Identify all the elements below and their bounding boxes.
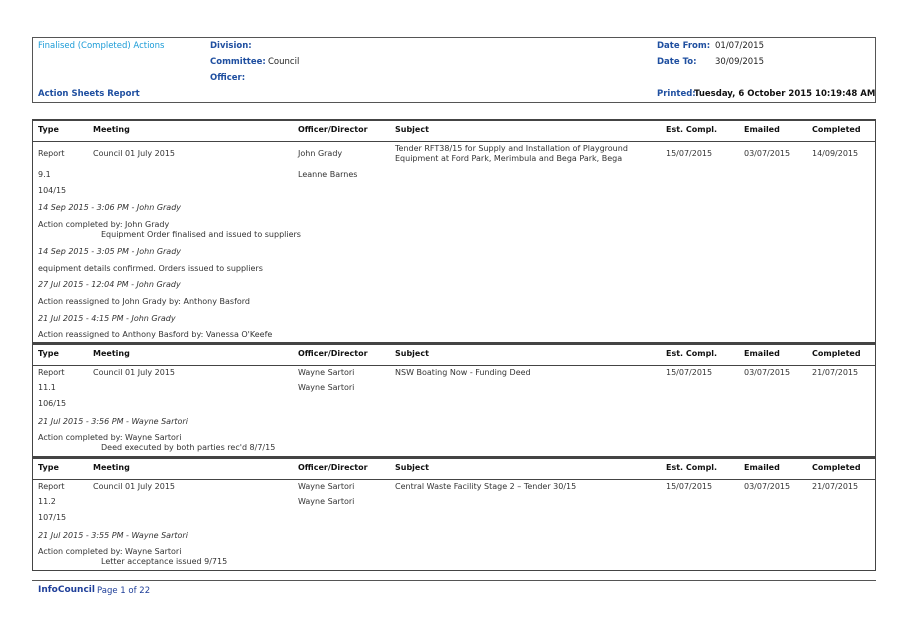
action-log-entry: 27 Jul 2015 - 12:04 PM - John Grady xyxy=(38,280,181,289)
col-subject: Subject xyxy=(395,125,429,134)
action-log-entry: Letter acceptance issued 9/715 xyxy=(101,557,228,566)
row-officer: John Grady xyxy=(298,149,343,158)
row-emailed: 03/07/2015 xyxy=(744,482,791,491)
report-title: Finalised (Completed) Actions xyxy=(38,41,165,51)
row-completed: 21/07/2015 xyxy=(812,482,859,491)
column-header-row: Type Meeting Officer/Director Subject Es… xyxy=(33,121,875,142)
col-type: Type xyxy=(38,463,59,472)
item-number: 11.1 xyxy=(38,383,56,392)
row-emailed: 03/07/2015 xyxy=(744,368,791,377)
row-meeting: Council 01 July 2015 xyxy=(93,368,176,377)
row-emailed: 03/07/2015 xyxy=(744,149,791,158)
col-completed: Completed xyxy=(812,349,861,358)
col-type: Type xyxy=(38,349,59,358)
col-completed: Completed xyxy=(812,463,861,472)
action-log-entry: 21 Jul 2015 - 4:15 PM - John Grady xyxy=(38,314,176,323)
printed-label: Printed: xyxy=(657,89,696,99)
row-type: Report xyxy=(38,482,65,491)
date-from-value: 01/07/2015 xyxy=(715,41,764,51)
action-log-entry: Deed executed by both parties rec'd 8/7/… xyxy=(101,443,276,452)
action-log-entry: Action reassigned to John Grady by: Anth… xyxy=(38,297,250,306)
row-meeting: Council 01 July 2015 xyxy=(93,149,176,158)
col-emailed: Emailed xyxy=(744,125,780,134)
column-header-row: Type Meeting Officer/Director Subject Es… xyxy=(33,459,875,480)
footer-brand: InfoCouncil xyxy=(38,585,95,595)
action-log-entry: Action completed by: Wayne Sartori xyxy=(38,433,182,442)
row-meeting: Council 01 July 2015 xyxy=(93,482,176,491)
date-from-label: Date From: xyxy=(657,41,711,51)
col-officer: Officer/Director xyxy=(298,463,368,472)
officer-label: Officer: xyxy=(210,73,246,83)
column-header-row: Type Meeting Officer/Director Subject Es… xyxy=(33,345,875,366)
col-emailed: Emailed xyxy=(744,463,780,472)
division-label: Division: xyxy=(210,41,252,51)
row-officer: Wayne Sartori xyxy=(298,482,355,491)
committee-label: Committee: xyxy=(210,57,266,67)
col-meeting: Meeting xyxy=(93,463,130,472)
report-header: Finalised (Completed) Actions Action She… xyxy=(32,37,876,103)
action-log-entry: 14 Sep 2015 - 3:06 PM - John Grady xyxy=(38,203,182,212)
resolution-ref: 104/15 xyxy=(38,186,67,195)
row-director: Wayne Sartori xyxy=(298,497,355,506)
col-officer: Officer/Director xyxy=(298,125,368,134)
action-section-2: Type Meeting Officer/Director Subject Es… xyxy=(32,343,876,457)
resolution-ref: 106/15 xyxy=(38,399,67,408)
row-subject: Tender RFT38/15 for Supply and Installat… xyxy=(395,144,628,163)
row-subject: Central Waste Facility Stage 2 – Tender … xyxy=(395,482,577,491)
action-log-entry: equipment details confirmed. Orders issu… xyxy=(38,264,263,273)
action-log-entry: 14 Sep 2015 - 3:05 PM - John Grady xyxy=(38,247,182,256)
footer-page-number: Page 1 of 22 xyxy=(97,586,151,596)
item-number: 11.2 xyxy=(38,497,56,506)
row-est-compl: 15/07/2015 xyxy=(666,368,713,377)
footer-divider xyxy=(32,580,876,581)
col-completed: Completed xyxy=(812,125,861,134)
row-completed: 14/09/2015 xyxy=(812,149,859,158)
row-type: Report xyxy=(38,368,65,377)
col-meeting: Meeting xyxy=(93,349,130,358)
col-type: Type xyxy=(38,125,59,134)
col-subject: Subject xyxy=(395,349,429,358)
printed-value: Tuesday, 6 October 2015 10:19:48 AM xyxy=(694,89,876,99)
col-subject: Subject xyxy=(395,463,429,472)
item-number: 9.1 xyxy=(38,170,51,179)
row-subject: NSW Boating Now - Funding Deed xyxy=(395,368,531,377)
row-est-compl: 15/07/2015 xyxy=(666,482,713,491)
col-est-compl: Est. Compl. xyxy=(666,125,718,134)
action-log-entry: 21 Jul 2015 - 3:56 PM - Wayne Sartori xyxy=(38,417,188,426)
action-log-entry: Action reassigned to Anthony Basford by:… xyxy=(38,330,273,339)
row-director: Wayne Sartori xyxy=(298,383,355,392)
resolution-ref: 107/15 xyxy=(38,513,67,522)
action-section-1: Type Meeting Officer/Director Subject Es… xyxy=(32,119,876,343)
col-est-compl: Est. Compl. xyxy=(666,463,718,472)
action-log-entry: 21 Jul 2015 - 3:55 PM - Wayne Sartori xyxy=(38,531,188,540)
row-est-compl: 15/07/2015 xyxy=(666,149,713,158)
row-director: Leanne Barnes xyxy=(298,170,358,179)
row-type: Report xyxy=(38,149,65,158)
date-to-label: Date To: xyxy=(657,57,697,67)
row-completed: 21/07/2015 xyxy=(812,368,859,377)
col-officer: Officer/Director xyxy=(298,349,368,358)
col-meeting: Meeting xyxy=(93,125,130,134)
action-section-3: Type Meeting Officer/Director Subject Es… xyxy=(32,457,876,571)
col-est-compl: Est. Compl. xyxy=(666,349,718,358)
col-emailed: Emailed xyxy=(744,349,780,358)
action-log-entry: Action completed by: John Grady xyxy=(38,220,170,229)
action-log-entry: Action completed by: Wayne Sartori xyxy=(38,547,182,556)
date-to-value: 30/09/2015 xyxy=(715,57,764,67)
row-officer: Wayne Sartori xyxy=(298,368,355,377)
committee-value: Council xyxy=(268,57,300,67)
report-subtitle: Action Sheets Report xyxy=(38,89,140,99)
action-log-entry: Equipment Order finalised and issued to … xyxy=(101,230,301,239)
